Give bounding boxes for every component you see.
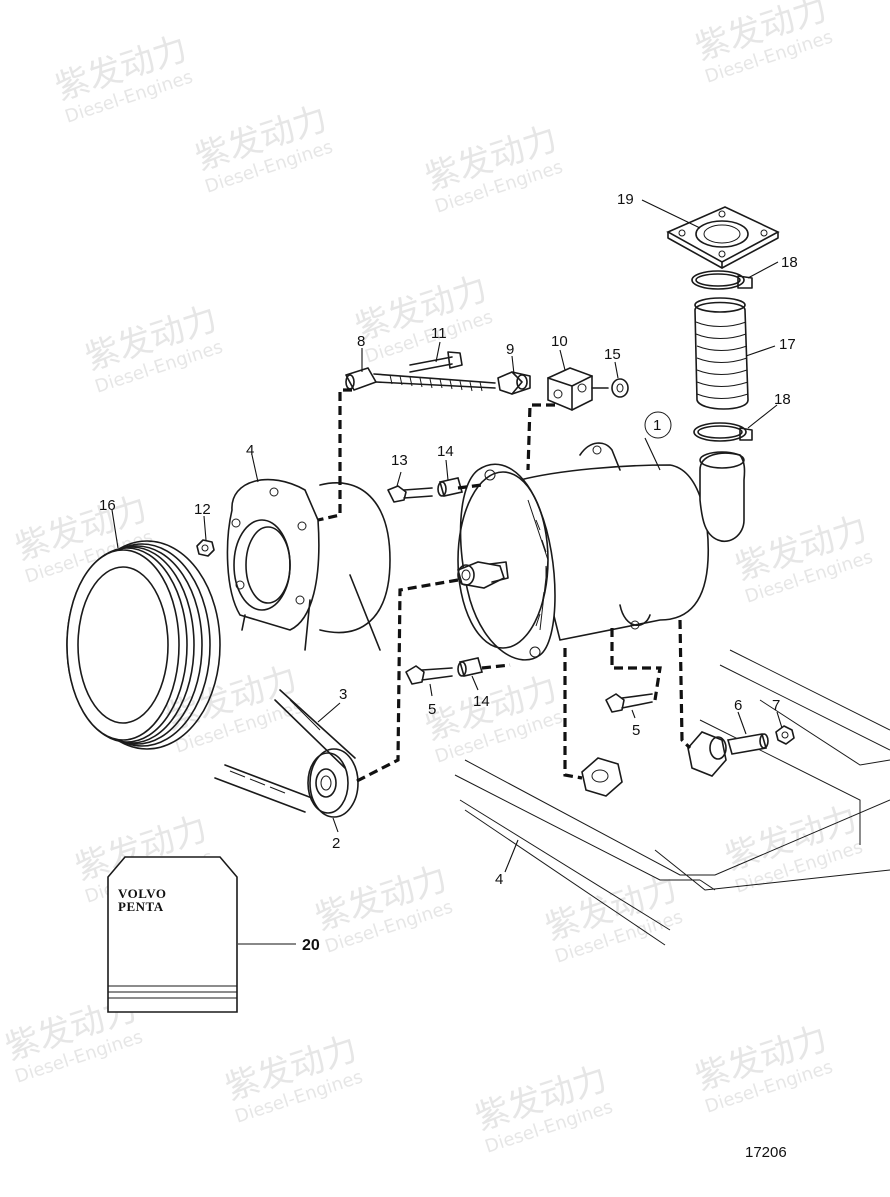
callout-leaders [111,199,783,945]
hose-17 [694,297,749,410]
callout-6: 6 [734,697,742,714]
callout-1-circle [644,411,672,439]
callout-12: 12 [194,501,211,518]
callout-4-flange: 4 [246,442,254,459]
screw-5-right [605,693,653,713]
exhaust-elbow [699,451,746,542]
fitting-6 [726,733,769,755]
callout-19: 19 [617,191,634,208]
screw-5-left [405,665,453,685]
nut-6 [687,731,727,777]
callout-7: 7 [772,697,780,714]
callout-16: 16 [99,497,116,514]
callout-18-upper: 18 [781,254,798,271]
stud-11 [409,351,463,373]
callout-5-right: 5 [632,722,640,739]
nut-lower [581,757,623,797]
washer-7 [775,725,795,745]
block-10 [547,367,609,411]
washer-15 [611,378,629,398]
sleeve-14-upper [437,477,464,497]
callout-2: 2 [332,835,340,852]
volvo-logo-line1: VOLVO [118,886,166,901]
callout-13: 13 [391,452,408,469]
drive-belt-3 [214,689,356,813]
callout-9: 9 [506,341,514,358]
callout-labels: 1 2 3 4 4 5 5 6 7 8 9 10 11 12 13 14 14 … [99,191,798,954]
screw-8 [345,367,496,392]
callout-20: 20 [302,937,320,954]
pulley [66,540,221,750]
pulley-2 [307,748,359,818]
hose-clamp-18-lower [693,422,753,442]
nut-12 [196,539,215,557]
volvo-logo-line2: PENTA [118,899,164,914]
callout-14-upper: 14 [437,443,454,460]
callout-8: 8 [357,333,365,350]
callout-14-lower: 14 [473,693,490,710]
adapter-flange [226,478,391,651]
callout-18-lower: 18 [774,391,791,408]
callout-5-left: 5 [428,701,436,718]
manual-booklet: VOLVO PENTA [107,856,238,1013]
flange-19 [666,206,780,269]
callout-15: 15 [604,346,621,363]
callout-11: 11 [431,325,447,342]
callout-10: 10 [551,333,568,350]
screw-13 [387,485,433,503]
sleeve-14-lower [457,657,484,677]
callout-3: 3 [339,686,347,703]
callout-17: 17 [779,336,796,353]
callout-4-frame: 4 [495,871,503,888]
fitting-9 [497,371,531,395]
heat-exchanger [457,442,710,661]
hose-clamp-18-upper [691,270,753,290]
callout-1: 1 [653,417,661,434]
assembly-dashes [317,388,692,784]
figure-number: 17206 [745,1144,787,1161]
